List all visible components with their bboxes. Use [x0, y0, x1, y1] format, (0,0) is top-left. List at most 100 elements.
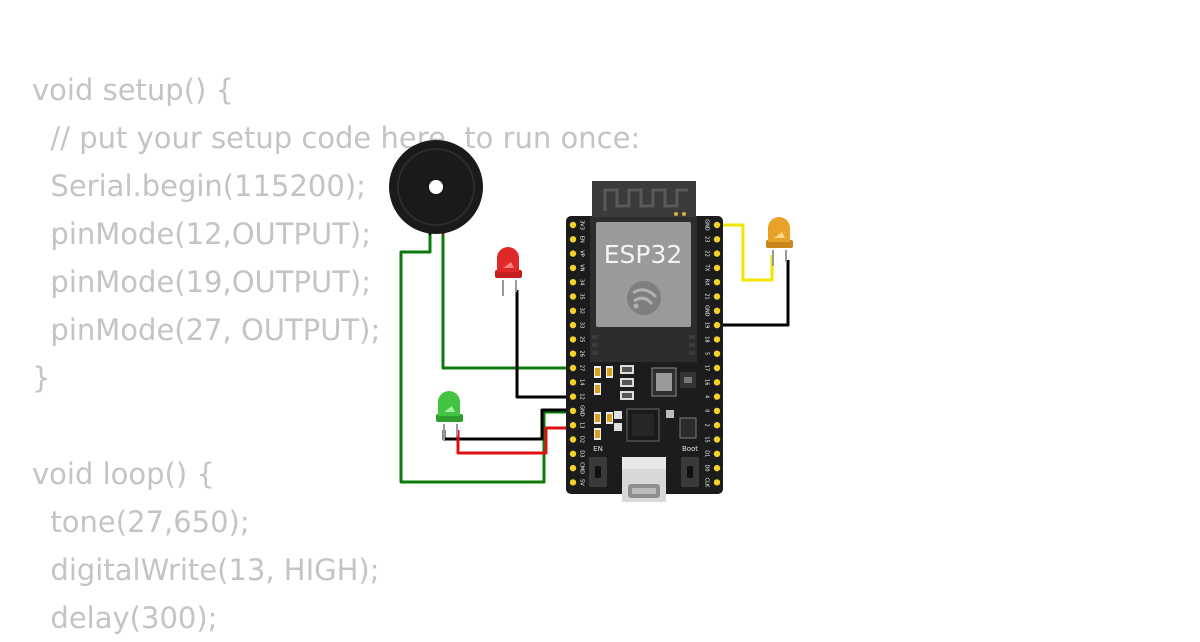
boot-button[interactable] [681, 457, 699, 487]
led-orange-reflector [774, 232, 785, 238]
pin-label: 18 [704, 336, 710, 342]
header-pin [713, 321, 721, 329]
header-pin [569, 250, 577, 257]
pin-label: 4 [704, 395, 710, 398]
wire-orange-led-to-gnd [717, 223, 774, 282]
header-pin [569, 379, 577, 386]
header-pin [713, 336, 721, 343]
header-pin [713, 464, 721, 472]
header-pin [569, 236, 577, 243]
header-pin [713, 279, 721, 286]
pin-label: 3V3 [579, 220, 585, 230]
code-line: Serial.begin(115200); [32, 169, 366, 203]
wire-orange-led-to-19 [717, 260, 790, 327]
wire-red-led-to-12 [515, 290, 573, 399]
code-line: digitalWrite(13, HIGH); [32, 553, 380, 587]
header-pin [713, 450, 721, 457]
header-pin [713, 350, 721, 357]
pin-label: 26 [579, 351, 585, 357]
header-pin [569, 436, 577, 443]
pin-label: 5V [579, 479, 585, 486]
pin-label: GND [704, 305, 710, 317]
wire-buzzer-to-gnd [399, 230, 573, 484]
board-label: ESP32 [604, 240, 683, 269]
pin-label: 35 [579, 293, 585, 299]
pin-label: 34 [579, 279, 585, 285]
pin-label: 27 [579, 365, 585, 371]
usb-connector [622, 457, 666, 502]
header-pin [713, 264, 721, 272]
pin-label: 21 [704, 293, 710, 299]
header-pin [569, 450, 577, 457]
header-pin [569, 336, 577, 343]
antenna-trace [603, 188, 688, 211]
buzzer [389, 140, 483, 235]
header-pin [569, 293, 577, 300]
header-pin [569, 393, 577, 400]
code-line: } [32, 361, 51, 395]
header-pin [713, 407, 721, 415]
espressif-logo-icon [627, 281, 661, 315]
boot-label: Boot [682, 445, 698, 453]
header-pin [569, 221, 577, 229]
esp32-board: ESP32 [566, 181, 723, 502]
pin-label: 5 [704, 352, 710, 355]
wire-buzzer-to-27 [441, 230, 573, 370]
header-pin [569, 321, 577, 329]
header-pin [569, 422, 577, 429]
antenna-dot-1 [674, 212, 678, 216]
pin-label: RX [704, 279, 710, 286]
header-pin [713, 379, 721, 386]
code-line: pinMode(27, OUTPUT); [32, 313, 381, 347]
en-label: EN [593, 445, 603, 453]
code-line: // put your setup code here, to run once… [32, 121, 641, 155]
led-green [436, 391, 463, 440]
pin-label: 16 [704, 379, 710, 385]
en-button[interactable] [589, 457, 607, 487]
pin-label: 14 [579, 379, 585, 385]
pin-label: 22 [704, 250, 710, 256]
header-pin [569, 407, 577, 415]
pin-label: 13 [579, 422, 585, 428]
pin-label: 15 [704, 436, 710, 442]
led-green-dome [438, 391, 460, 416]
pin-label: 33 [579, 322, 585, 328]
led-orange-dome [768, 217, 790, 242]
led-red-dome [497, 247, 519, 272]
pin-label: TX [704, 264, 710, 272]
header-pin [569, 364, 577, 372]
led-red-reflector [503, 262, 514, 268]
pin-label: 17 [704, 365, 710, 371]
pin-label: D2 [579, 436, 585, 443]
code-line: pinMode(12,OUTPUT); [32, 217, 372, 251]
header-pin [713, 307, 721, 314]
pin-label: GND [579, 405, 585, 417]
pin-label: D0 [704, 465, 710, 472]
code-line: delay(300); [32, 601, 218, 635]
pin-label: 2 [704, 424, 710, 427]
code-line: void setup() { [32, 73, 234, 107]
buzzer-hole [429, 180, 443, 194]
code-line: tone(27,650); [32, 505, 250, 539]
pin-label: 32 [579, 308, 585, 314]
pin-label: D3 [579, 450, 585, 457]
header-pin [569, 279, 577, 286]
pin-label: 23 [704, 236, 710, 242]
pin-label: EN [579, 236, 585, 243]
header-pin [569, 350, 577, 357]
header-pin [713, 236, 721, 243]
pin-label: 0 [704, 409, 710, 412]
wire-green-led-to-13 [456, 426, 573, 455]
code-line: void loop() { [32, 457, 215, 491]
pin-label: GND [704, 219, 710, 231]
pin-label: CMD [579, 462, 585, 474]
module-castellations [592, 335, 695, 355]
pin-label: D1 [704, 450, 710, 457]
header-pin [569, 479, 577, 486]
header-pin [569, 464, 577, 472]
code-listing: void setup() { // put your setup code he… [32, 66, 640, 642]
pin-label: VN [579, 264, 585, 271]
led-orange [766, 217, 793, 266]
header-pin [713, 221, 721, 229]
